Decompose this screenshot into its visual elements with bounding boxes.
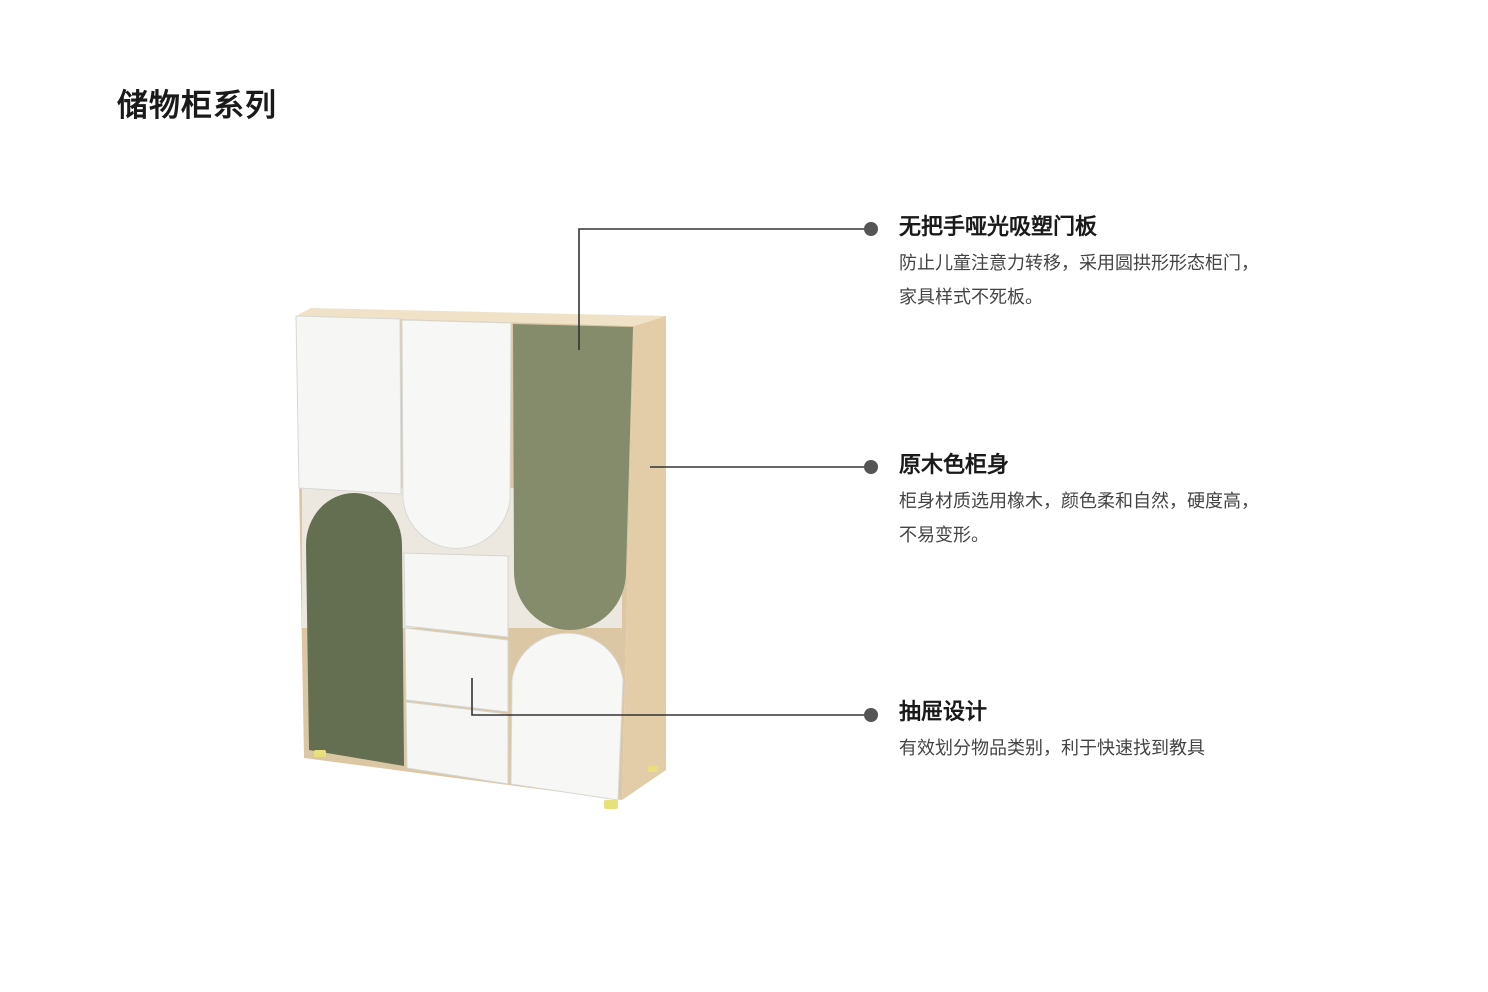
feature-description: 有效划分物品类别，利于快速找到教具	[899, 738, 1205, 759]
feature-description: 防止儿童注意力转移，采用圆拱形形态柜门， 家具样式不死板。	[899, 253, 1259, 308]
feature-wood-body: 原木色柜身 柜身材质选用橡木，颜色柔和自然，硬度高， 不易变形。	[899, 451, 1339, 553]
drawer-top	[403, 552, 509, 638]
feature-description: 柜身材质选用橡木，颜色柔和自然，硬度高， 不易变形。	[899, 491, 1259, 546]
cabinet-leg-right	[604, 800, 618, 809]
door-left-green-arch	[306, 493, 404, 766]
door-top-middle-arch	[401, 319, 512, 549]
door-bottom-right-arch	[510, 632, 624, 801]
drawer-middle	[404, 627, 509, 713]
drawer-bottom	[405, 701, 509, 785]
bullet-body	[864, 460, 878, 474]
cabinet-top	[296, 308, 666, 326]
bullet-drawer	[864, 708, 878, 722]
door-right-green-arch	[513, 324, 633, 630]
leader-line-drawer	[471, 678, 870, 716]
bullet-door	[864, 222, 878, 236]
door-top-left	[295, 315, 402, 495]
feature-title: 无把手哑光吸塑门板	[899, 215, 1098, 240]
feature-title: 抽屉设计	[899, 700, 988, 725]
cabinet-leg-left	[314, 750, 326, 757]
cabinet-side-panel	[622, 316, 666, 800]
cabinet-leg-back	[648, 766, 658, 772]
leader-bullets	[864, 222, 878, 722]
feature-door-panel: 无把手哑光吸塑门板 防止儿童注意力转移，采用圆拱形形态柜门， 家具样式不死板。	[899, 213, 1339, 315]
page-title: 储物柜系列	[117, 88, 277, 124]
leader-line-door	[578, 228, 870, 350]
leader-lines	[471, 228, 870, 716]
feature-title: 原木色柜身	[899, 453, 1010, 478]
feature-drawer-design: 抽屉设计 有效划分物品类别，利于快速找到教具	[899, 698, 1339, 766]
cabinet	[295, 308, 666, 809]
